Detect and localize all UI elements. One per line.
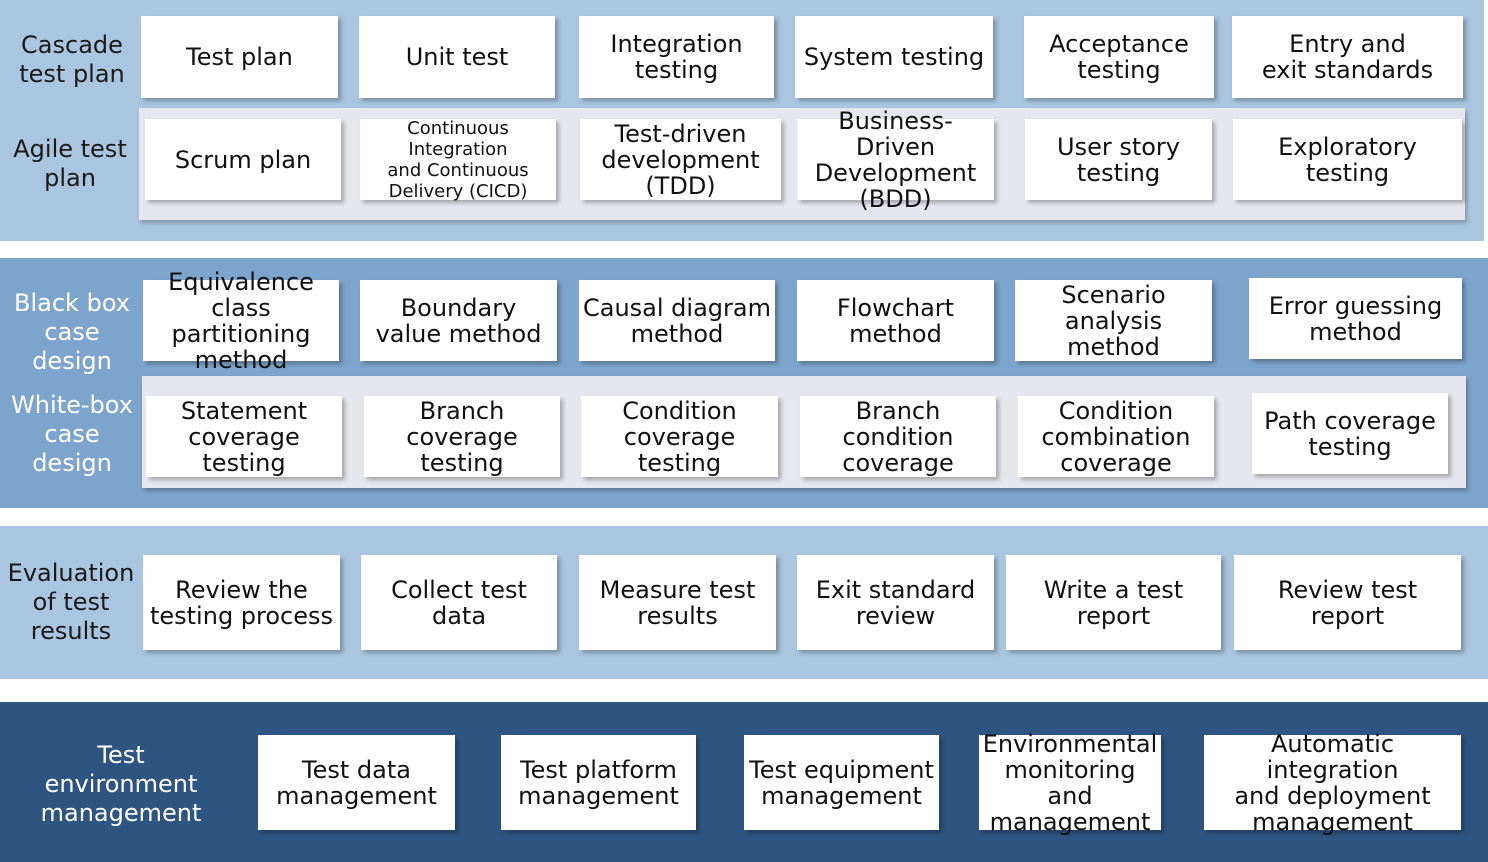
env-item-test-data-management: Test data management bbox=[258, 735, 455, 830]
black-box-case-design-label: Black box case design bbox=[14, 288, 130, 375]
agile-item-tdd: Test-driven development (TDD) bbox=[580, 119, 781, 200]
eval-item-review-testing-process: Review the testing process bbox=[143, 555, 340, 650]
whitebox-item-branch-condition-coverage: Branch condition coverage bbox=[800, 396, 996, 477]
blackbox-item-error-guessing: Error guessing method bbox=[1249, 278, 1462, 359]
blackbox-item-flowchart: Flowchart method bbox=[797, 280, 994, 361]
env-item-automatic-integration-deployment: Automatic integration and deployment man… bbox=[1204, 731, 1461, 835]
env-item-test-platform-management: Test platform management bbox=[501, 735, 696, 830]
whitebox-item-branch-coverage: Branch coverage testing bbox=[364, 396, 560, 477]
cascade-item-entry-exit-standards: Entry and exit standards bbox=[1232, 16, 1463, 98]
env-item-environmental-monitoring: Environmental monitoring and management bbox=[979, 731, 1161, 835]
cascade-item-acceptance-testing: Acceptance testing bbox=[1024, 16, 1214, 98]
cascade-item-system-testing: System testing bbox=[795, 16, 993, 98]
cascade-item-integration-testing: Integration testing bbox=[579, 16, 774, 98]
whitebox-item-condition-combination: Condition combination coverage bbox=[1018, 396, 1214, 477]
blackbox-item-scenario-analysis: Scenario analysis method bbox=[1015, 280, 1212, 361]
blackbox-item-equivalence-class: Equivalence class partitioning method bbox=[143, 269, 339, 373]
test-environment-management-label: Test environment management bbox=[40, 740, 202, 827]
env-item-test-equipment-management: Test equipment management bbox=[744, 735, 939, 830]
cascade-item-unit-test: Unit test bbox=[359, 16, 555, 98]
whitebox-item-path-coverage: Path coverage testing bbox=[1252, 393, 1448, 474]
agile-item-user-story-testing: User story testing bbox=[1025, 119, 1212, 200]
cascade-test-plan-label: Cascade test plan bbox=[19, 31, 125, 88]
agile-test-plan-label: Agile test plan bbox=[13, 135, 127, 192]
white-box-case-design-label: White-box case design bbox=[11, 390, 133, 477]
eval-item-exit-standard-review: Exit standard review bbox=[797, 555, 994, 650]
cascade-item-test-plan: Test plan bbox=[141, 16, 338, 98]
agile-item-bdd: Business-Driven Development (BDD) bbox=[797, 108, 994, 212]
eval-item-collect-test-data: Collect test data bbox=[361, 555, 557, 650]
agile-item-cicd: Continuous Integration and Continuous De… bbox=[360, 118, 556, 202]
blackbox-item-causal-diagram: Causal diagram method bbox=[579, 280, 775, 361]
whitebox-item-condition-coverage: Condition coverage testing bbox=[581, 396, 778, 477]
eval-item-review-test-report: Review test report bbox=[1234, 555, 1461, 650]
whitebox-item-statement-coverage: Statement coverage testing bbox=[146, 396, 342, 477]
agile-item-scrum-plan: Scrum plan bbox=[145, 119, 341, 200]
eval-item-write-test-report: Write a test report bbox=[1006, 555, 1221, 650]
eval-item-measure-test-results: Measure test results bbox=[579, 555, 776, 650]
blackbox-item-boundary-value: Boundary value method bbox=[360, 280, 557, 361]
evaluation-of-test-results-label: Evaluation of test results bbox=[7, 558, 135, 645]
agile-item-exploratory-testing: Exploratory testing bbox=[1233, 119, 1462, 200]
